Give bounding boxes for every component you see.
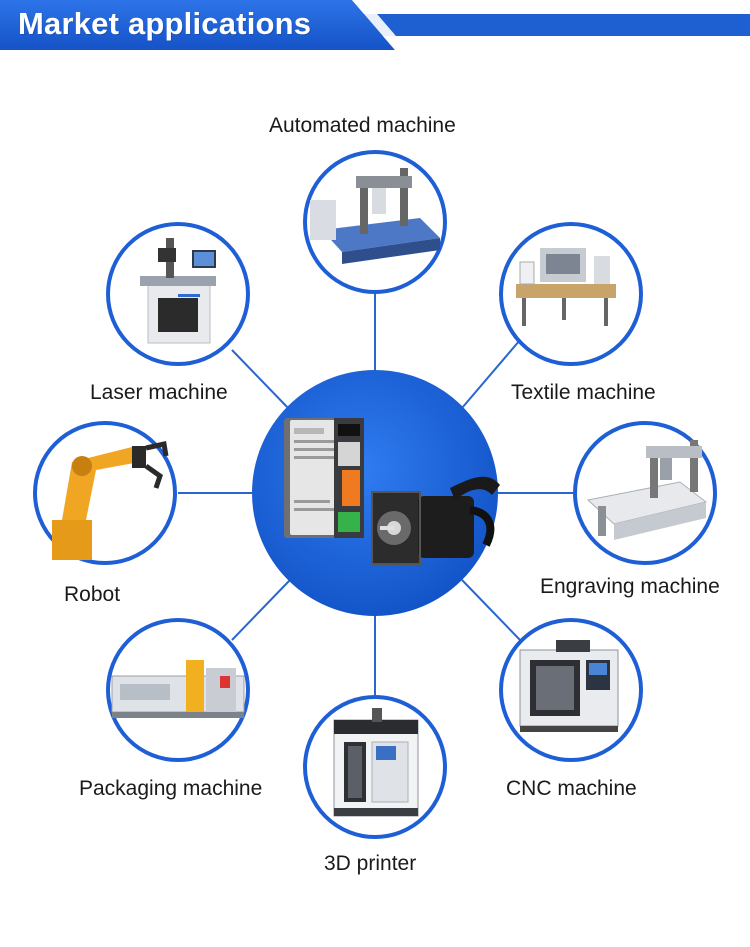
connector-laser [231,349,291,411]
connector-textile [461,339,521,409]
laser-marker-image [140,238,216,344]
textile-machine-image [516,248,616,326]
header-banner: Market applications [0,0,750,50]
node-cnc-machine [499,618,643,762]
label-engraving-machine: Engraving machine [540,575,720,598]
node-textile-machine [499,222,643,366]
driver-icon [284,418,364,538]
connector-lines [178,290,574,695]
cnc-router-image [310,168,440,264]
label-laser-machine: Laser machine [90,381,228,404]
engraving-machine-image [586,440,708,540]
node-robot [33,421,177,565]
packaging-machine-image [111,660,245,718]
node-3d-printer [303,695,447,839]
node-packaging-machine [106,618,250,762]
page-title: Market applications [18,6,312,41]
header-background [0,0,750,50]
node-engraving-machine [573,421,717,565]
label-packaging-machine: Packaging machine [79,777,263,800]
cnc-machine-image [519,640,619,732]
label-cnc-machine: CNC machine [506,777,637,800]
servo-motor-icon [371,476,500,565]
label-robot: Robot [64,583,121,606]
connector-cnc [461,579,521,641]
label-textile-machine: Textile machine [511,381,656,404]
node-laser-machine [106,222,250,366]
robot-arm-image [52,440,169,560]
node-automated-machine [303,150,447,294]
3d-printer-image [333,708,419,817]
label-automated-machine: Automated machine [269,114,456,137]
hub-product [252,370,500,616]
connector-packaging [231,579,291,641]
label-3d-printer: 3D printer [324,852,417,875]
